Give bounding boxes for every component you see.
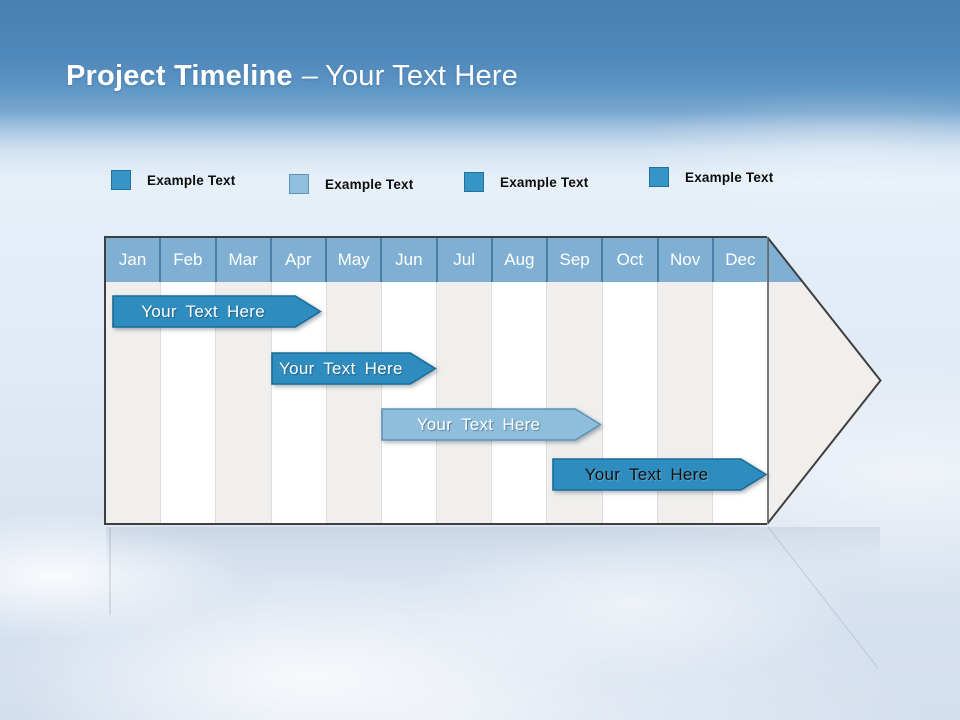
month-header-sep: Sep xyxy=(548,238,604,282)
legend-item-2: Example Text xyxy=(289,174,413,194)
table-reflection xyxy=(106,527,880,575)
legend-swatch-icon xyxy=(289,174,309,194)
grid-column-nov xyxy=(657,282,713,523)
legend-swatch-icon xyxy=(649,167,669,187)
legend-swatch-icon xyxy=(464,172,484,192)
grid-column-jan xyxy=(106,282,162,523)
grid-column-apr xyxy=(271,282,327,523)
month-header-jan: Jan xyxy=(106,238,162,282)
legend-item-4: Example Text xyxy=(649,167,773,187)
grid-column-aug xyxy=(492,282,548,523)
legend-item-1: Example Text xyxy=(111,170,235,190)
grid-column-jun xyxy=(381,282,438,523)
title-suffix: Your Text Here xyxy=(325,60,519,92)
table-reflection-lines xyxy=(109,526,879,669)
title-separator: – xyxy=(301,60,319,92)
grid-column-oct xyxy=(602,282,658,523)
legend-label: Example Text xyxy=(147,172,236,188)
legend-label: Example Text xyxy=(500,174,589,190)
month-header-apr: Apr xyxy=(271,238,327,282)
month-header-jul: Jul xyxy=(437,238,493,282)
page-title: Project Timeline–Your Text Here xyxy=(66,60,518,93)
legend-label: Example Text xyxy=(685,169,774,185)
timeline-arrow-tip xyxy=(767,237,882,524)
grid-column-may xyxy=(326,282,382,523)
month-header-nov: Nov xyxy=(658,238,714,282)
grid-column-mar xyxy=(216,282,272,523)
legend-label: Example Text xyxy=(325,176,414,192)
month-header-mar: Mar xyxy=(216,238,272,282)
grid-column-feb xyxy=(161,282,217,523)
grid-column-dec xyxy=(712,282,768,523)
month-header-oct: Oct xyxy=(603,238,659,282)
month-header-feb: Feb xyxy=(161,238,217,282)
timeline-grid xyxy=(106,282,768,523)
legend-item-3: Example Text xyxy=(464,172,588,192)
legend: Example Text Example Text Example Text Exam… xyxy=(0,0,960,210)
arrow-tip-fill xyxy=(768,238,881,523)
grid-column-sep xyxy=(547,282,603,523)
month-header-jun: Jun xyxy=(382,238,438,282)
legend-swatch-icon xyxy=(111,170,131,190)
grid-column-jul xyxy=(437,282,493,523)
arrow-tip-outline xyxy=(767,237,882,524)
month-header-may: May xyxy=(327,238,383,282)
month-header-aug: Aug xyxy=(492,238,548,282)
month-header-dec: Dec xyxy=(713,238,767,282)
title-main: Project Timeline xyxy=(66,60,293,92)
